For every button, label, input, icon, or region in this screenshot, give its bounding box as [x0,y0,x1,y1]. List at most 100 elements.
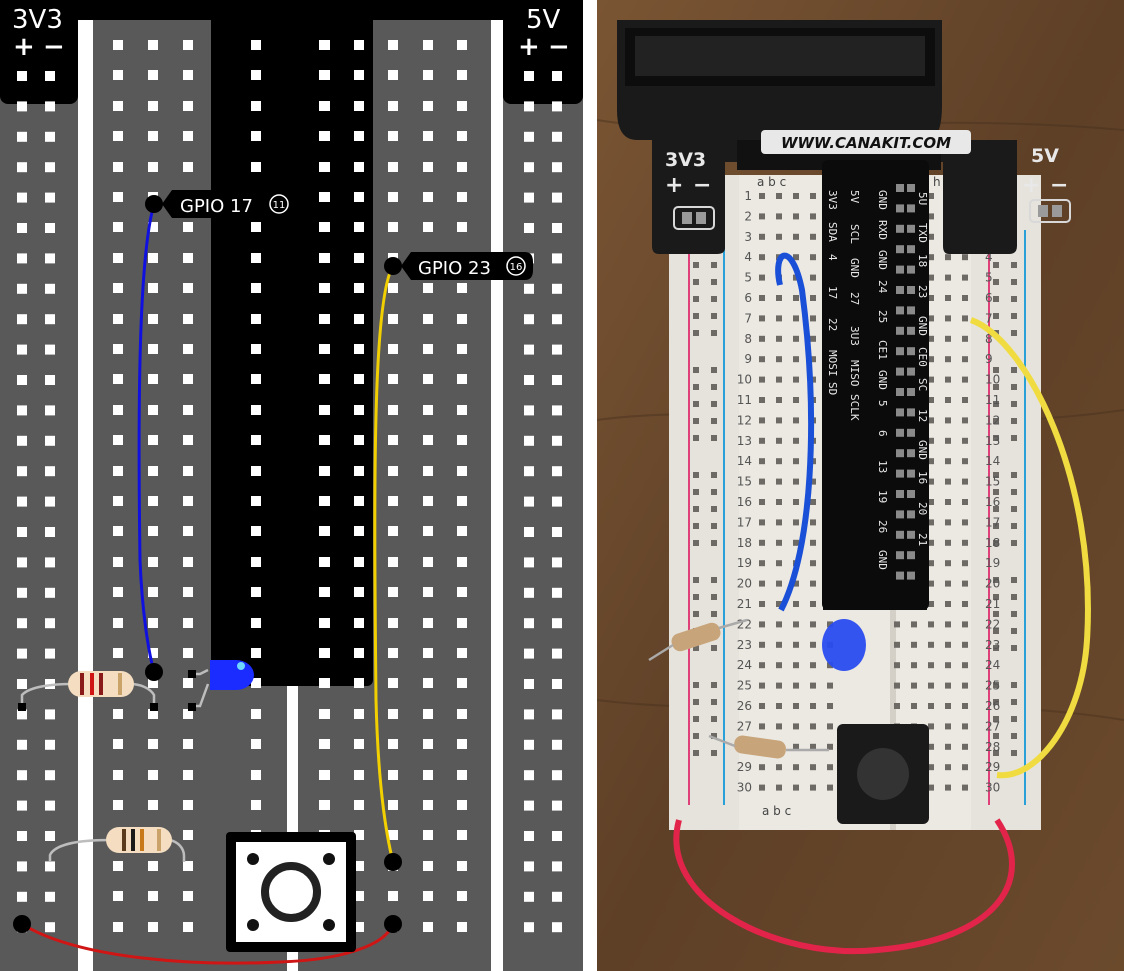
pin-label: GND [876,370,889,390]
rail-hole [45,71,55,81]
hole [388,678,398,688]
hole [354,314,364,324]
hole [148,222,158,232]
plus-sign-left: + [13,32,35,62]
rail-hole [524,922,534,933]
hole [354,526,364,536]
hole [183,678,193,688]
rail-hole [17,283,27,294]
hole [148,314,158,324]
photo-hole [776,662,782,669]
hole [354,70,364,80]
photo-hole [793,662,799,669]
photo-hole [759,478,765,485]
hole [113,314,123,324]
pin-label: 20 [916,502,929,515]
hole [251,435,261,445]
pin-label: GND [916,316,929,336]
hole [183,648,193,658]
photo-rail-hole [711,472,717,478]
row-number: 17 [985,515,1000,529]
rail-hole [17,770,27,781]
hole [183,222,193,232]
rail-hole [552,831,562,841]
photo-hole [928,580,934,587]
photo-hole [945,519,951,526]
photo-hole [759,193,765,199]
row-number: 8 [985,332,993,346]
pin-label: CE0 [916,347,929,367]
photo-rail-hole [711,645,717,651]
photo-rail-hole [1011,733,1017,739]
photo-hole [945,601,951,607]
pin-label: 5U [916,192,929,205]
rail-hole [45,557,55,568]
pin-label: 22 [826,318,839,331]
photo-breadboard-holes [693,193,1017,791]
header-pin [907,510,915,519]
row-number: 27 [737,719,752,733]
photo-hole [928,621,934,628]
photo-hole [810,315,816,322]
minus-sign-right: − [548,32,570,62]
pin-label: GND [916,440,929,460]
row-number: 17 [737,515,752,529]
rail-hole [552,162,562,173]
pin-label: 27 [848,292,861,305]
row-number: 9 [744,352,752,366]
rail-hole [45,861,55,872]
photo-rail-hole [693,594,699,600]
rail-hole [552,71,562,81]
rail-hole [524,283,534,294]
hole [388,800,398,810]
photo-hole [810,641,816,648]
hole [113,891,123,901]
header-pin [907,408,915,417]
hole [113,253,123,263]
photo-rail-hole [993,489,999,495]
hole [320,739,330,749]
hole [113,800,123,810]
rail-hole [17,618,27,629]
photo-rail-hole [693,296,699,302]
rail-hole [45,435,55,446]
photo-hole [776,682,782,689]
photo-rail-hole [711,262,717,268]
gpio-breakout-overlay [211,0,373,686]
photo-rail-hole [993,594,999,600]
hole [251,162,261,172]
rail-hole [17,101,27,112]
rail-hole [17,679,27,689]
photo-hole [928,560,934,567]
hole [183,283,193,293]
photo-hole [945,682,951,689]
photo-hole [945,784,951,791]
hole [251,709,261,719]
hole [354,830,364,840]
rail-hole [17,223,27,233]
row-number: 20 [985,577,1000,591]
hole [251,374,261,384]
hole [148,557,158,567]
rail-hole [552,739,562,750]
rail-hole [524,648,534,659]
hole [148,770,158,780]
photo-hole [793,519,799,526]
rail-hole [45,223,55,233]
photo-hole [928,662,934,669]
photo-hole [894,662,900,669]
photo-hole [928,764,934,771]
photo-hole [776,193,782,199]
header-pin [907,388,915,396]
hole [388,709,398,719]
gpio17-pin-number: 11 [273,200,286,211]
photo-hole [827,743,833,750]
hole [354,557,364,567]
hole [148,496,158,506]
photo-rail-hole [711,523,717,529]
hole [251,70,261,80]
hole [148,131,158,141]
photo-hole [759,315,765,322]
photo-hole [962,437,968,444]
photo-rail-hole [693,472,699,478]
